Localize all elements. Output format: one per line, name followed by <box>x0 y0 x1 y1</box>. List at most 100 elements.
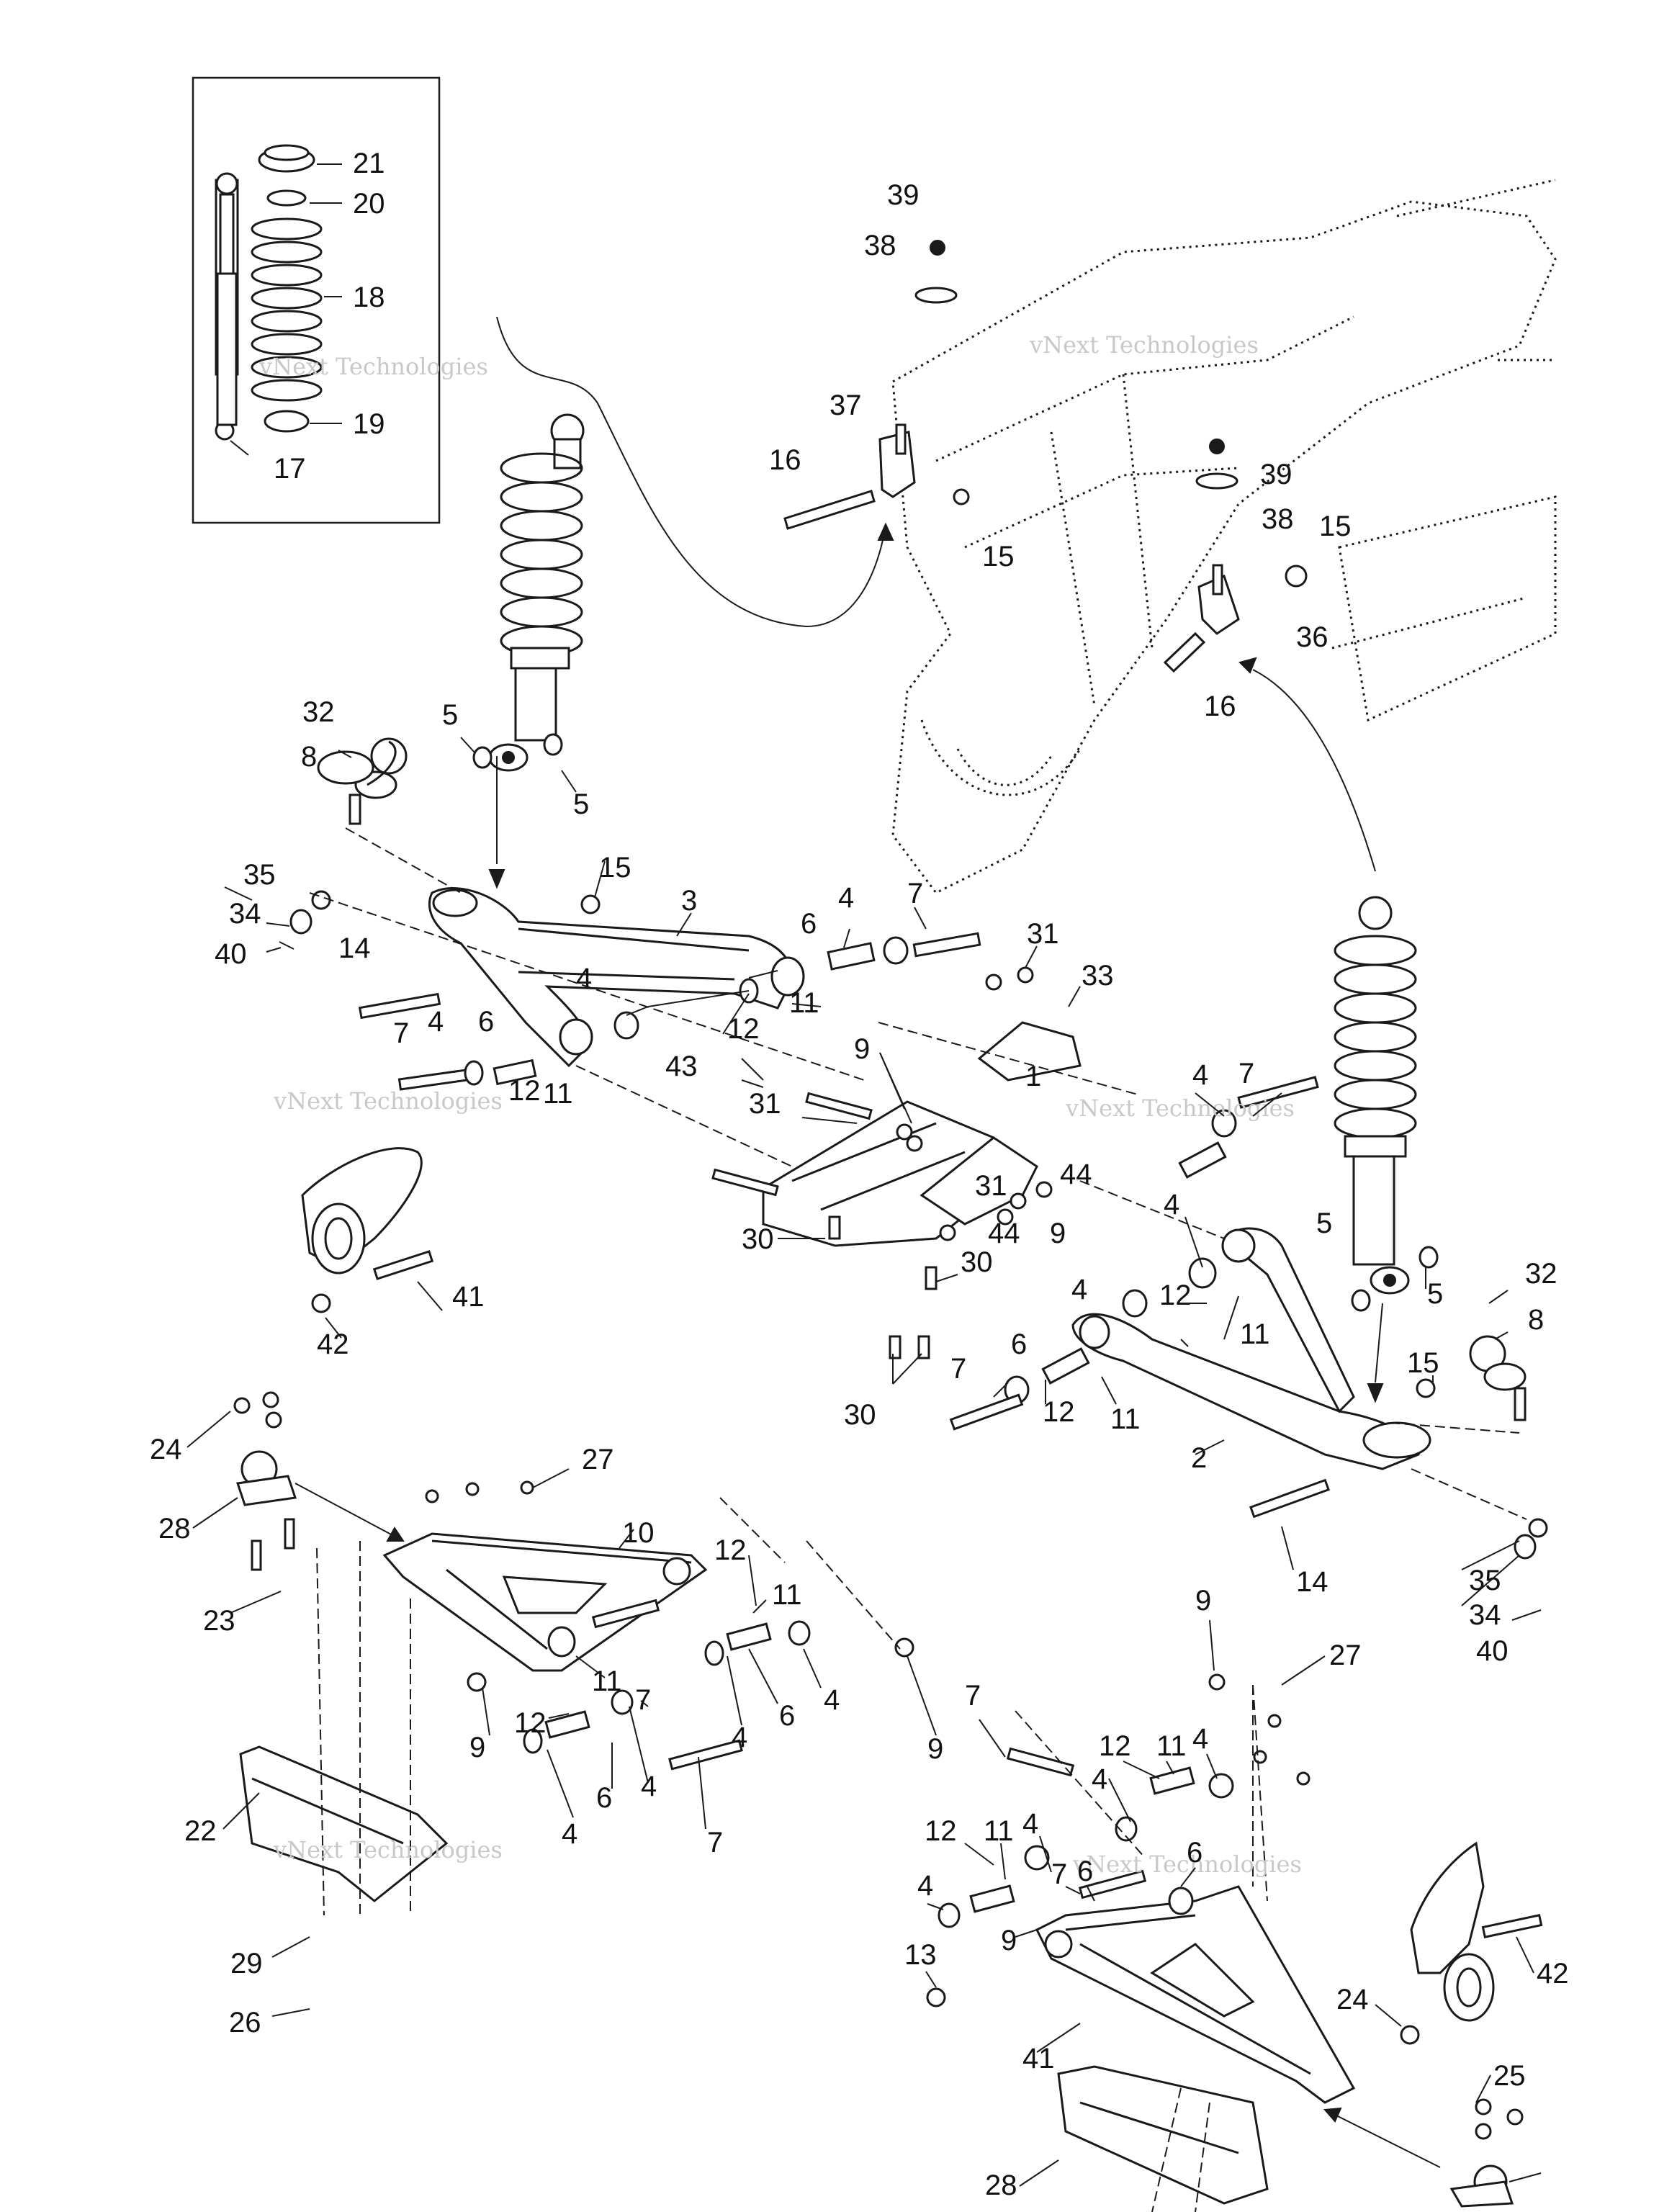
callout: 9 <box>1195 1585 1211 1617</box>
callout: 4 <box>576 963 592 994</box>
callout: 34 <box>229 898 261 930</box>
callout: 14 <box>1296 1566 1328 1598</box>
shock-absorber-right <box>1334 896 1439 1312</box>
callout: 15 <box>599 852 631 884</box>
callout: 11 <box>1240 1318 1270 1350</box>
callout: 4 <box>1164 1189 1179 1220</box>
callout: 12 <box>1099 1730 1131 1762</box>
callout-leaders <box>186 737 1542 2187</box>
skid-plate-right <box>1057 2065 1269 2205</box>
callout: 40 <box>215 938 247 970</box>
callout: 12 <box>508 1075 541 1107</box>
callout: 6 <box>1077 1856 1093 1887</box>
svg-text:vNext Technologies: vNext Technologies <box>1072 1851 1302 1878</box>
callout: 12 <box>925 1815 957 1847</box>
callout: 39 <box>1260 459 1292 490</box>
callout: 11 <box>1110 1403 1141 1435</box>
callout: 15 <box>982 541 1015 572</box>
callout: 2 <box>1191 1442 1207 1474</box>
callout: 34 <box>1469 1599 1501 1631</box>
front-support-bracket <box>711 966 1082 1359</box>
callout: 9 <box>1001 1925 1017 1956</box>
lower-a-arm-left <box>382 1480 914 1771</box>
svg-text:vNext Technologies: vNext Technologies <box>1065 1094 1295 1122</box>
callout: 12 <box>714 1534 747 1566</box>
callout: 44 <box>1060 1159 1092 1190</box>
callout: 30 <box>742 1223 774 1255</box>
vehicle-frame <box>891 179 1557 894</box>
callout: 30 <box>844 1399 876 1431</box>
callout: 5 <box>1316 1208 1332 1239</box>
callout: 9 <box>854 1033 870 1065</box>
upper-a-arm-left <box>279 740 981 1091</box>
spring-coils <box>1334 935 1417 1139</box>
svg-text:vNext Technologies: vNext Technologies <box>273 1087 503 1115</box>
callout: 4 <box>1022 1808 1038 1840</box>
callout-labels: 21 20 18 19 17 39 38 37 16 15 39 38 15 3… <box>150 148 1569 2201</box>
callout: 5 <box>1427 1278 1443 1310</box>
callout: 6 <box>1187 1837 1202 1869</box>
callout: 4 <box>732 1722 747 1753</box>
callout: 4 <box>1071 1274 1087 1305</box>
shock-absorber-left <box>472 413 585 772</box>
assembly-guides <box>309 756 1527 2212</box>
shock-mount-brackets <box>783 240 1308 673</box>
ball-joint-right <box>1469 1335 1527 1421</box>
ball-joint-lower-right <box>1323 2098 1524 2208</box>
callout: 33 <box>1082 960 1114 992</box>
callout: 7 <box>965 1680 981 1712</box>
callout: 8 <box>301 741 317 773</box>
callout: 7 <box>950 1353 966 1385</box>
callout: 4 <box>1192 1723 1208 1755</box>
callout: 31 <box>749 1088 781 1120</box>
callout: 7 <box>393 1017 409 1049</box>
callout: 6 <box>1011 1328 1027 1360</box>
callout: 42 <box>317 1328 349 1360</box>
callout: 11 <box>984 1815 1014 1847</box>
callout: 12 <box>727 1013 760 1045</box>
callout: 24 <box>1336 1984 1369 2015</box>
callout: 5 <box>442 699 458 731</box>
watermarks: vNext Technologies vNext Technologies vN… <box>258 331 1302 1878</box>
upper-a-arm-right <box>949 1076 1548 1560</box>
lower-a-arm-right <box>926 1673 1356 2104</box>
callout: 11 <box>789 987 819 1019</box>
callout: 5 <box>573 788 589 820</box>
callout: 41 <box>452 1281 485 1313</box>
callout: 35 <box>243 859 276 891</box>
shock-inset-box <box>192 76 441 524</box>
callout: 37 <box>830 390 862 421</box>
callout: 4 <box>428 1006 444 1038</box>
callout: 4 <box>1092 1763 1107 1795</box>
callout: 9 <box>469 1732 485 1763</box>
callout: 6 <box>779 1700 795 1732</box>
callout: 8 <box>1528 1304 1544 1336</box>
callout: 15 <box>1319 511 1352 542</box>
spring-coils <box>500 452 583 657</box>
assembly-arrow <box>496 316 886 628</box>
callout: 11 <box>543 1078 573 1110</box>
callout: 22 <box>184 1815 217 1847</box>
callout: 40 <box>1476 1635 1509 1667</box>
callout: 7 <box>907 878 923 909</box>
ball-joint-left <box>349 737 408 825</box>
callout: 24 <box>150 1434 182 1465</box>
callout: 28 <box>158 1513 191 1545</box>
callout: 31 <box>975 1170 1007 1202</box>
callout: 4 <box>562 1818 577 1850</box>
callout: 4 <box>917 1870 933 1902</box>
callout: 4 <box>641 1771 657 1802</box>
callout: 27 <box>582 1444 614 1475</box>
callout: 39 <box>887 179 920 211</box>
callout: 7 <box>635 1684 651 1716</box>
callout: 38 <box>864 230 896 261</box>
callout: 7 <box>707 1827 723 1858</box>
callout: 4 <box>824 1684 840 1716</box>
callout: 32 <box>1525 1258 1557 1290</box>
callout: 1 <box>1025 1061 1041 1092</box>
callout: 6 <box>596 1782 612 1814</box>
callout: 16 <box>1204 691 1236 722</box>
assembly-arrow <box>1252 669 1376 872</box>
callout: 3 <box>681 885 697 917</box>
